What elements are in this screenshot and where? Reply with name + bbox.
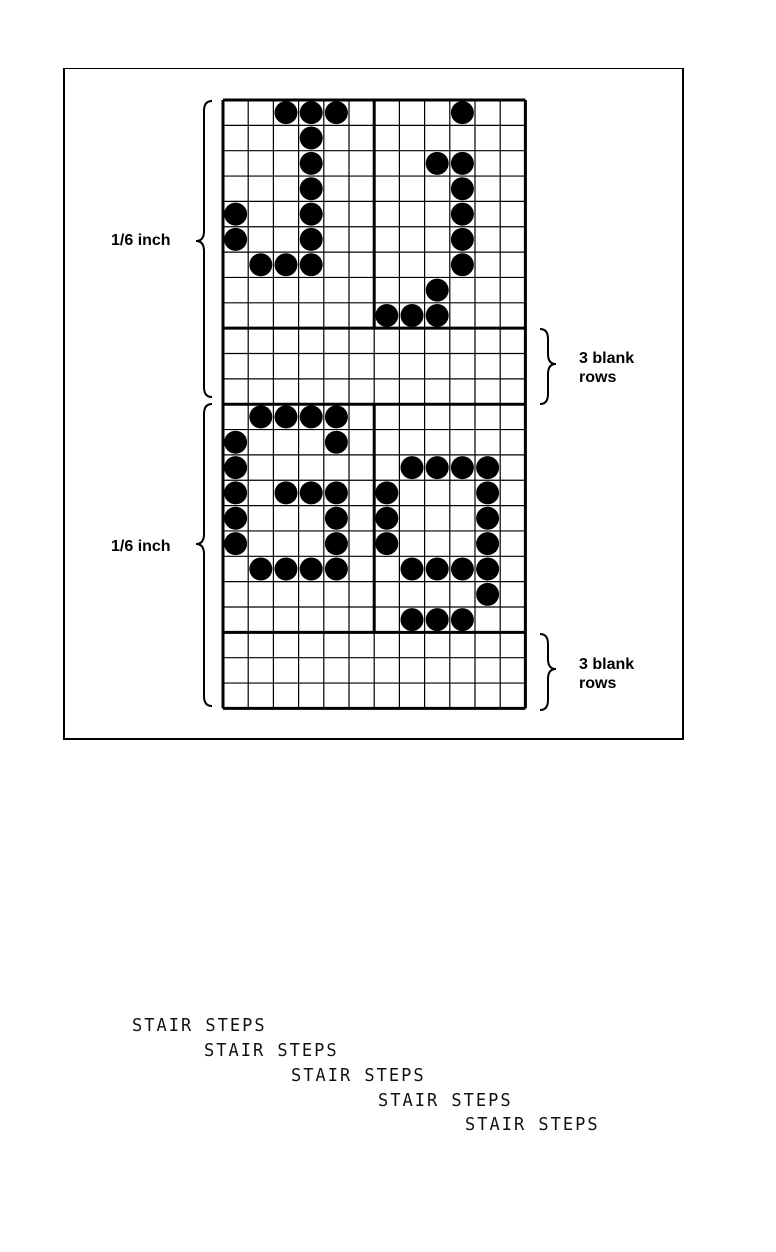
stair-steps-line: STAIR STEPS xyxy=(378,1091,513,1112)
stair-steps-line: STAIR STEPS xyxy=(204,1041,339,1062)
stair-steps-line: STAIR STEPS xyxy=(132,1016,267,1037)
stair-steps-line: STAIR STEPS xyxy=(291,1066,426,1087)
stair-steps-line: STAIR STEPS xyxy=(465,1115,600,1136)
